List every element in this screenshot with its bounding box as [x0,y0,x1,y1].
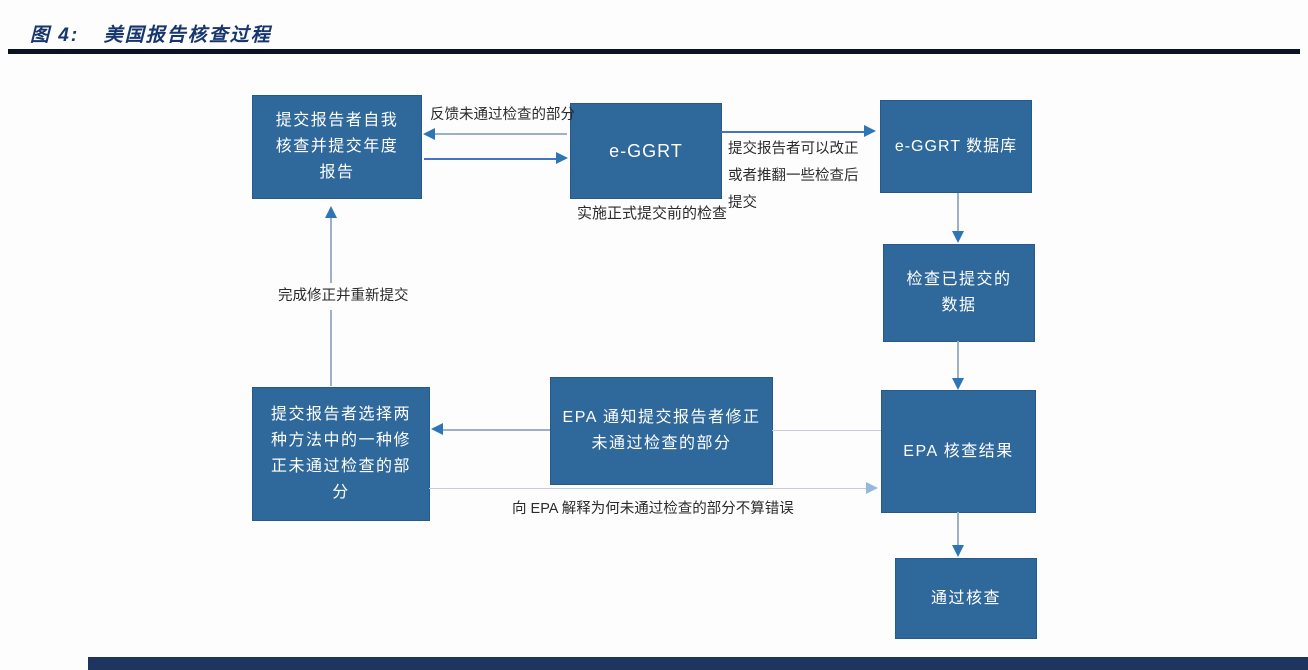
flow-box-e-ggrt-database: e-GGRT 数据库 [880,100,1032,193]
box-text-line: e-GGRT [609,141,683,161]
arrowhead-down-icon [952,231,964,243]
flow-box-epa-notify: EPA 通知提交报告者修正 未通过检查的部分 [550,377,773,485]
title-divider [8,49,1300,54]
figure-title: 图 4: 美国报告核查过程 [30,20,272,47]
arrowhead-right-hollow-icon [866,482,878,494]
box-text-line: 检查已提交的 [906,271,1012,288]
flow-box-submit-report: 提交报告者自我 核查并提交年度 报告 [252,95,422,199]
flow-box-e-ggrt: e-GGRT [570,103,722,199]
arrowhead-left-icon [431,423,443,435]
edge-label-line: 提交 [728,195,757,211]
box-text-line: 通过核查 [930,589,1001,607]
connector-result-to-pass [957,512,959,547]
connector-choose-to-result [429,488,868,490]
box-text-line: EPA 通知提交报告者修正 [562,409,761,426]
footer-bar [88,657,1308,670]
flow-box-choose-method: 提交报告者选择两 种方法中的一种修 正未通过检查的部 分 [252,387,430,521]
box-text-line: 数据 [941,297,977,314]
edge-label-feedback: 反馈未通过检查的部分 [430,107,575,123]
edge-label-pre-submit-check: 实施正式提交前的检查 [577,205,728,222]
edge-label-correct-or: 提交报告者可以改正 或者推翻一些检查后 提交 [728,136,859,217]
arrowhead-down-icon [952,545,964,557]
edge-label-explain: 向 EPA 解释为何未通过检查的部分不算错误 [512,501,794,517]
connector-eggrt-to-db [721,131,867,133]
connector-result-to-notify [772,430,881,432]
flow-box-check-submitted-data: 检查已提交的 数据 [883,244,1035,342]
figure-title-text: 美国报告核查过程 [103,25,272,46]
flow-box-pass-check: 通过核查 [895,558,1037,639]
arrowhead-right-icon [556,152,568,164]
arrowhead-left-icon [423,128,435,140]
box-text-line: 提交报告者自我 [275,112,399,129]
arrowhead-right-icon [864,125,876,137]
box-text-line: 报告 [319,164,355,181]
connector-submit-to-eggrt [424,158,559,160]
connector-eggrt-to-submit [433,133,567,135]
edge-label-line: 提交报告者可以改正 [728,141,859,157]
figure-title-label: 图 4: [30,25,80,46]
box-text-line: e-GGRT 数据库 [894,137,1018,155]
connector-db-to-check [957,193,959,233]
box-text-line: 分 [332,484,350,501]
connector-check-to-result [957,341,959,380]
arrowhead-up-icon [325,206,337,218]
box-text-line: 未通过检查的部分 [591,435,732,452]
arrowhead-down-icon [952,378,964,390]
box-text-line: 核查并提交年度 [275,138,399,155]
connector-notify-to-choose [441,429,550,431]
box-text-line: 提交报告者选择两 [270,406,411,423]
flow-box-epa-result: EPA 核查结果 [881,390,1036,513]
edge-label-line: 或者推翻一些检查后 [728,168,859,184]
box-text-line: 正未通过检查的部 [270,458,411,475]
edge-label-resubmit: 完成修正并重新提交 [272,283,415,310]
box-text-line: EPA 核查结果 [903,442,1014,460]
box-text-line: 种方法中的一种修 [270,432,411,449]
